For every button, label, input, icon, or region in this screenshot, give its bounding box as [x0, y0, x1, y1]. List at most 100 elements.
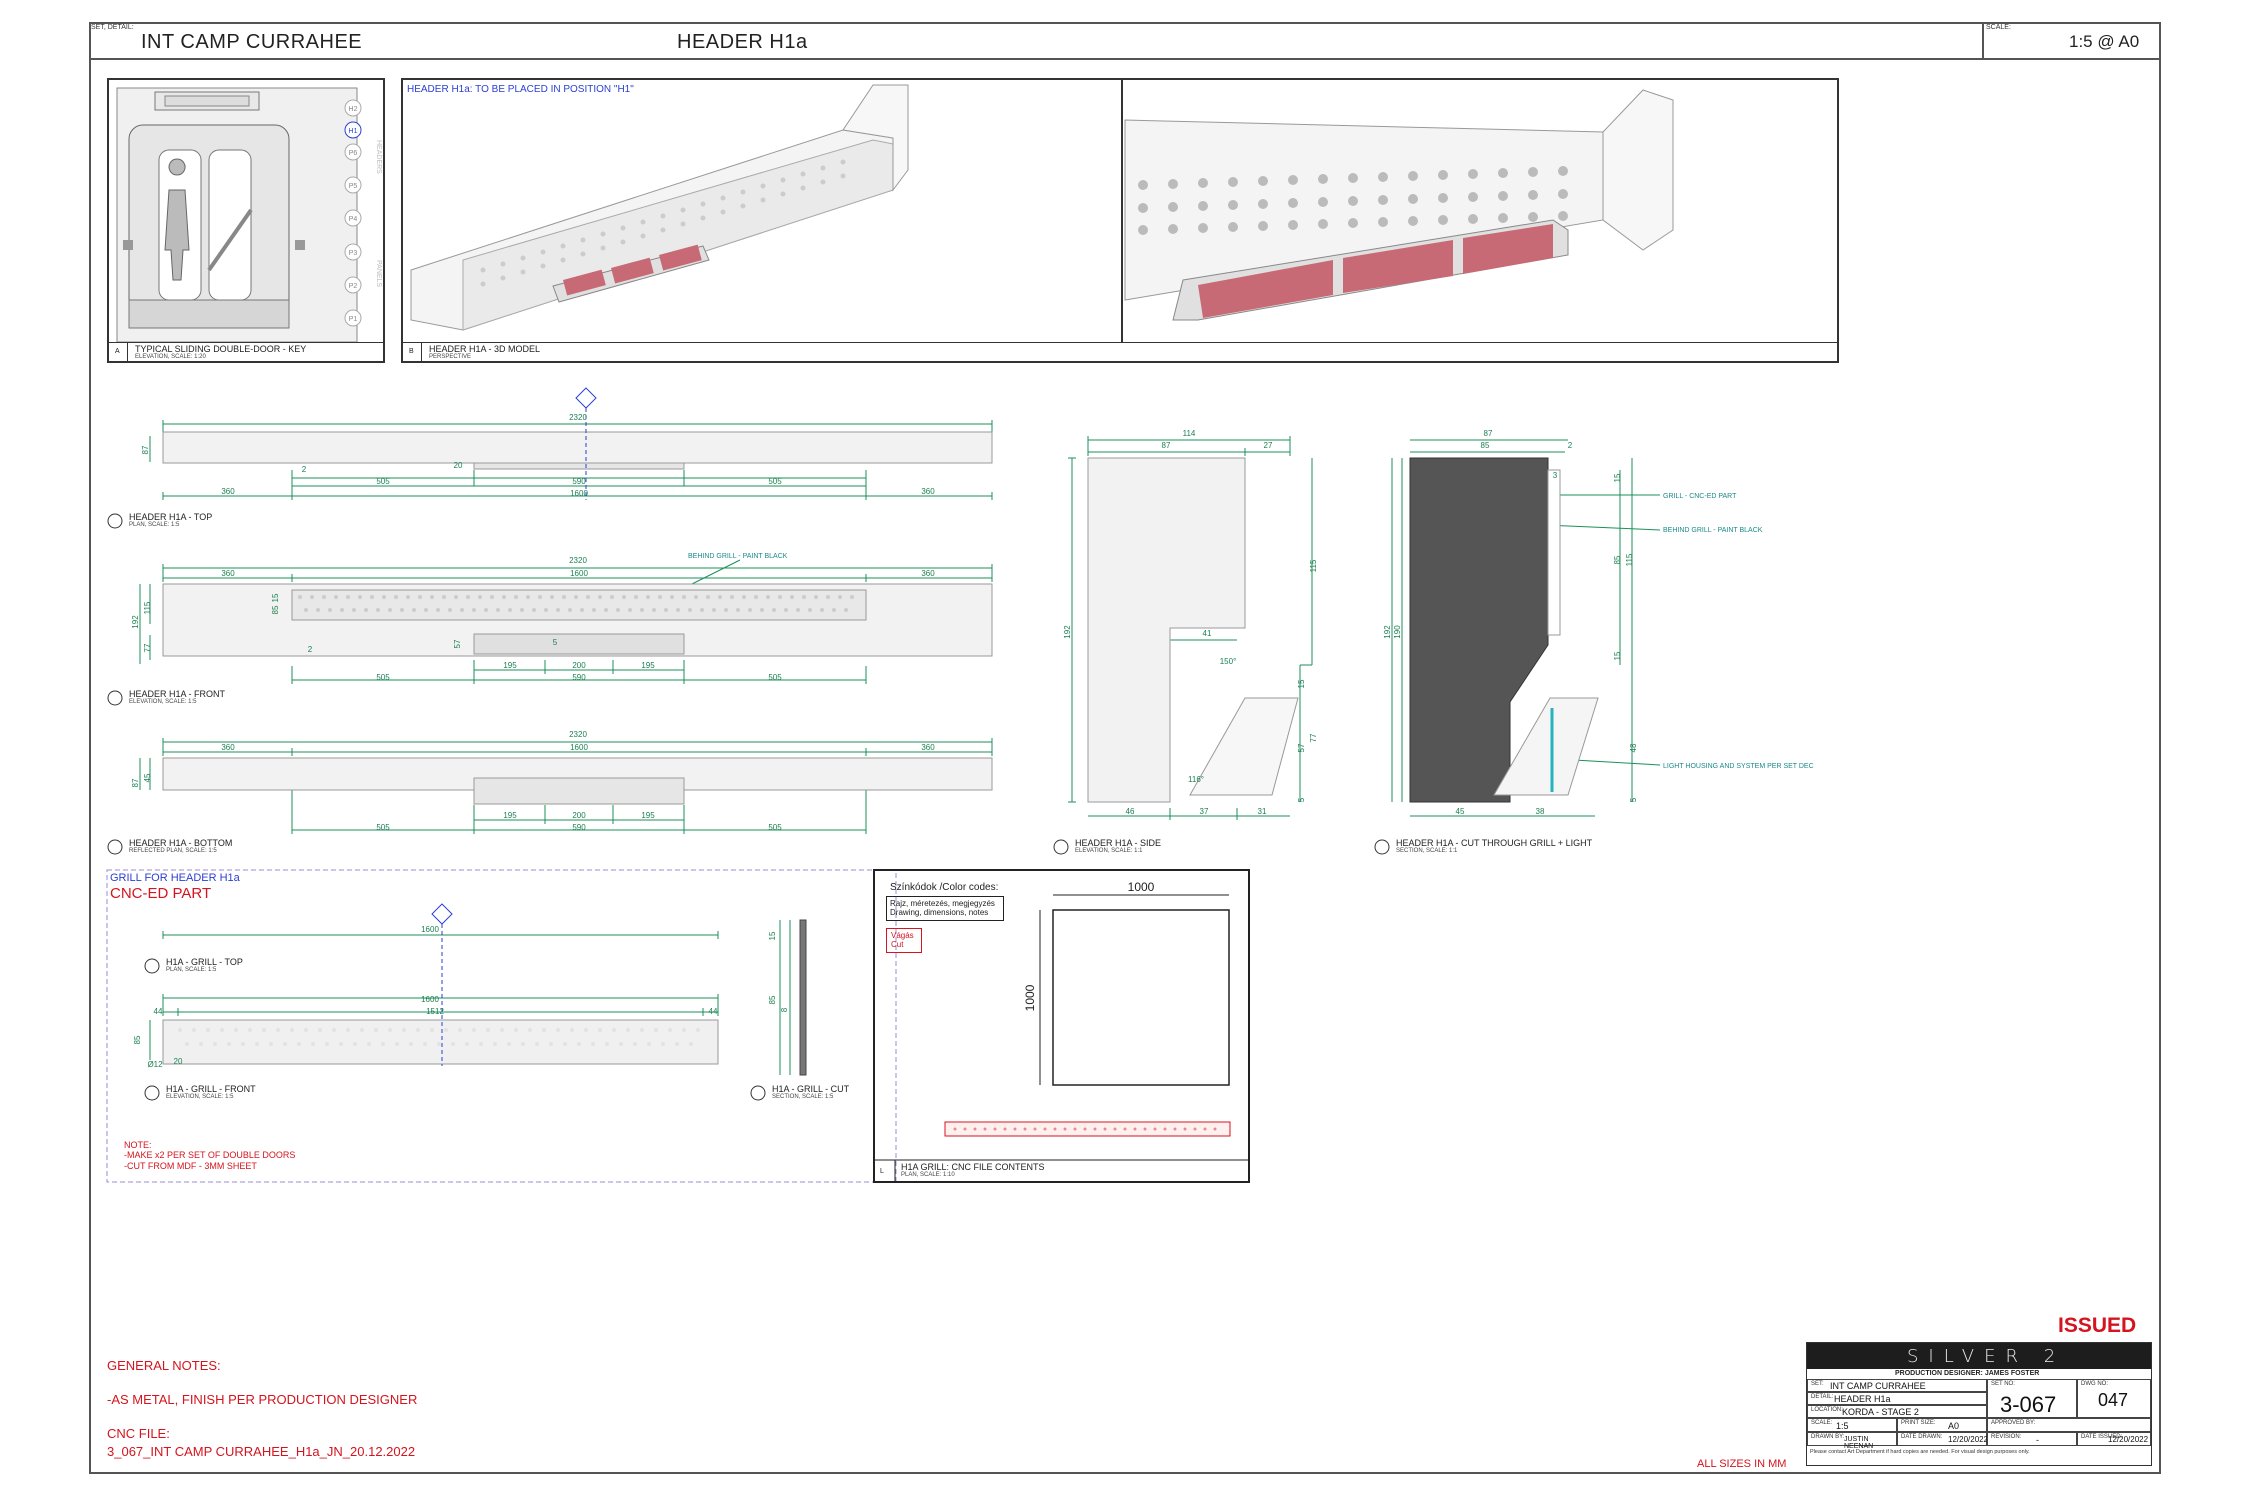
- view-grill-front-title: H1a - GRILL - FRONT: [166, 1084, 256, 1094]
- silver2-logo: SILVER 2: [1907, 1346, 2066, 1367]
- dim-31: 31: [1258, 807, 1267, 816]
- dim-3: 3: [1553, 471, 1558, 480]
- cnc-panel-caption: H1a GRILL: CNC FILE CONTENTS: [901, 1162, 1045, 1172]
- dim-57-b: 57: [1297, 743, 1306, 752]
- label-panels: PANELS: [375, 260, 382, 287]
- dim-57-a: 57: [453, 639, 462, 648]
- dim-37: 37: [1200, 807, 1209, 816]
- color-code-drawing: Rajz, méretezés, megjegyzés Drawing, dim…: [886, 896, 1004, 921]
- dim-2-c: 2: [1568, 441, 1573, 450]
- dim-114: 114: [1183, 429, 1196, 438]
- dim-505-e: 505: [376, 823, 390, 832]
- dim-195-b: 195: [641, 661, 655, 670]
- tb-set: SET:INT CAMP CURRAHEE: [1807, 1379, 1987, 1392]
- tb-revision: REVISION:-: [1987, 1432, 2077, 1446]
- dim-360-b: 360: [921, 487, 935, 496]
- dim-45-b: 45: [1456, 807, 1465, 816]
- pos-p6: P6: [349, 150, 358, 157]
- dim-505-b: 505: [768, 477, 782, 486]
- sheet-border: [89, 22, 2161, 1474]
- grill-note-title: NOTE:: [124, 1140, 152, 1150]
- view-section-subtitle: SECTION, SCALE: 1:1: [1396, 848, 1458, 854]
- dim-505-f: 505: [768, 823, 782, 832]
- pos-p4: P4: [349, 216, 358, 223]
- dim-15-d: 15: [1613, 651, 1622, 660]
- dim-150: 150°: [1220, 657, 1237, 666]
- dim-195-d: 195: [641, 811, 655, 820]
- view-bottom-title: HEADER H1a - BOTTOM: [129, 838, 233, 848]
- issued-stamp: ISSUED: [2058, 1314, 2137, 1337]
- dim-77-b: 77: [1309, 733, 1318, 742]
- tb-scale: SCALE:1:5: [1807, 1418, 1897, 1432]
- dim-200-a: 200: [572, 661, 586, 670]
- tb-footer: Please contact Art Department if hard co…: [1810, 1449, 2030, 1455]
- callout-light-housing: LIGHT HOUSING AND SYSTEM PER SET DEC: [1663, 763, 1814, 770]
- dim-360-c: 360: [221, 569, 235, 578]
- title-block: SILVER 2 PRODUCTION DESIGNER: JAMES FOST…: [1806, 1342, 2152, 1466]
- color-code-drawing-line-2: Drawing, dimensions, notes: [890, 908, 989, 917]
- dim-85-c: 85: [1613, 555, 1622, 564]
- grill-heading: GRILL FOR HEADER H1a: [110, 872, 240, 884]
- dim-44-a: 44: [154, 1007, 163, 1016]
- dim-1512: 1512: [426, 1007, 444, 1016]
- dim-360-e: 360: [221, 743, 235, 752]
- view-side-subtitle: ELEVATION, SCALE: 1:1: [1075, 848, 1143, 854]
- panel-b-title: HEADER H1A - 3D MODEL: [429, 344, 541, 354]
- tb-date-issued: DATE ISSUED:12/20/2022: [2077, 1432, 2151, 1446]
- dim-1600-a: 1600: [570, 489, 588, 498]
- callout-behind-grill-section: BEHIND GRILL - PAINT BLACK: [1663, 527, 1763, 534]
- grill-subheading: CNC-ED PART: [110, 885, 212, 902]
- callout-grill-cnc: GRILL - CNC-ED PART: [1663, 493, 1737, 500]
- dim-85-d: 85: [133, 1035, 142, 1044]
- dim-85-e: 85: [768, 995, 777, 1004]
- panel-b-subtitle: PERSPECTIVE: [429, 354, 472, 360]
- callout-behind-grill-front: BEHIND GRILL - PAINT BLACK: [688, 553, 788, 560]
- dim-1000-width: 1000: [1128, 880, 1155, 894]
- dim-115-b: 115: [1309, 559, 1318, 572]
- panel-b-letter: B: [409, 348, 414, 355]
- dim-1600-c: 1600: [570, 743, 588, 752]
- dim-87-b: 87: [131, 778, 140, 787]
- dim-590-a: 590: [572, 477, 586, 486]
- dim-200-b: 200: [572, 811, 586, 820]
- cnc-file-name: 3_067_INT CAMP CURRAHEE_H1a_JN_20.12.202…: [107, 1444, 416, 1459]
- dim-1600-e: 1600: [421, 995, 439, 1004]
- header-divider: [1982, 22, 1984, 58]
- tb-set-no: SET NO:3-067: [1987, 1379, 2077, 1418]
- dim-87-c: 87: [1162, 441, 1171, 450]
- dim-27: 27: [1264, 441, 1273, 450]
- general-notes-title: GENERAL NOTES:: [107, 1358, 221, 1373]
- grill-note-line-1: -MAKE x2 PER SET OF DOUBLE DOORS: [124, 1150, 296, 1160]
- dim-87-a: 87: [141, 445, 150, 454]
- tb-date-drawn: DATE DRAWN:12/20/2022: [1897, 1432, 1988, 1446]
- view-grill-front-subtitle: ELEVATION, SCALE: 1:5: [166, 1094, 234, 1100]
- sheet-header: SET, DETAIL: INT CAMP CURRAHEE HEADER H1…: [89, 22, 2161, 60]
- dim-1000-height: 1000: [1023, 984, 1037, 1011]
- dim-d12: Ø12: [147, 1060, 163, 1069]
- tb-print-size: PRINT SIZE:A0: [1897, 1418, 1987, 1432]
- tb-location: LOCATION:KORDA - STAGE 2: [1807, 1405, 1987, 1418]
- dim-5-b: 5: [1297, 797, 1306, 802]
- scale-label: SCALE:: [1986, 24, 2011, 31]
- tb-dwg-no: DWG NO:047: [2077, 1379, 2151, 1418]
- dim-overall-front: 2320: [569, 556, 587, 565]
- view-top-subtitle: PLAN, SCALE: 1:5: [129, 522, 180, 528]
- view-front-title: HEADER H1a - FRONT: [129, 689, 226, 699]
- dim-115-c: 115: [1625, 553, 1634, 566]
- dim-5-c: 5: [1629, 797, 1638, 802]
- pos-h2: H2: [349, 106, 358, 113]
- dim-20-a: 20: [454, 461, 463, 470]
- dim-85-b: 85: [1481, 441, 1490, 450]
- view-grill-top-subtitle: PLAN, SCALE: 1:5: [166, 967, 217, 973]
- set-detail-label: SET, DETAIL:: [91, 24, 134, 31]
- cnc-file-title: CNC FILE:: [107, 1426, 170, 1441]
- dim-15-b: 15: [1297, 679, 1306, 688]
- dim-195-a: 195: [503, 661, 517, 670]
- color-code-drawing-line-1: Rajz, méretezés, megjegyzés: [890, 899, 995, 908]
- header-set-name: INT CAMP CURRAHEE: [141, 31, 363, 53]
- general-notes-line-1: -AS METAL, FINISH PER PRODUCTION DESIGNE…: [107, 1392, 418, 1407]
- grill-note-line-2: -CUT FROM MDF - 3MM SHEET: [124, 1161, 257, 1171]
- dim-192-c: 192: [1383, 625, 1392, 639]
- dim-1600-d: 1600: [421, 925, 439, 934]
- dim-12-cut-a: 15: [768, 931, 777, 940]
